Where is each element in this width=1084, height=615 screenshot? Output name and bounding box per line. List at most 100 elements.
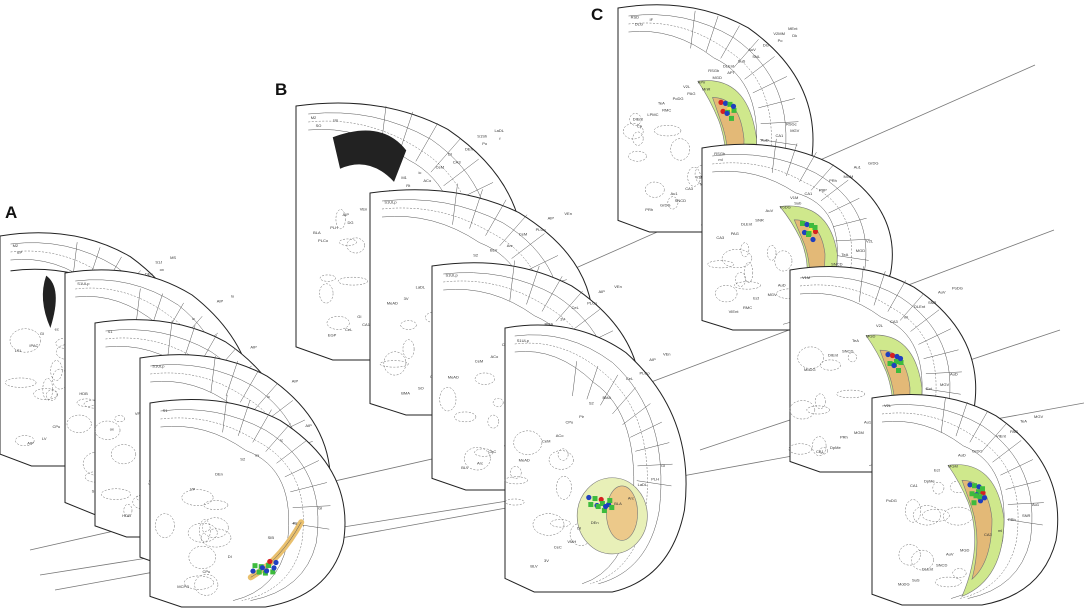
region-boundary — [833, 217, 867, 227]
region-label: ox — [255, 452, 259, 457]
nucleus-outline — [33, 388, 59, 400]
nucleus-outline — [628, 150, 647, 162]
region-label: ml — [718, 157, 722, 162]
region-label: AuV — [748, 47, 756, 52]
region-label: DI — [577, 525, 581, 530]
marker-square — [607, 498, 613, 504]
region-label: MGD — [866, 334, 875, 339]
region-label: V1M — [802, 275, 810, 280]
region-label: MGM — [843, 174, 853, 179]
region-label: CeM — [519, 232, 527, 237]
region-label: PoDG — [673, 96, 684, 101]
marker-square — [800, 221, 805, 226]
region-label: Po — [482, 141, 488, 146]
region-label: Ect — [926, 386, 933, 391]
nucleus-outline — [474, 448, 494, 457]
region-boundary — [910, 309, 940, 332]
region-boundary — [586, 365, 599, 400]
region-boundary — [252, 409, 272, 443]
region-label: S1ULp — [77, 281, 90, 286]
region-boundary — [899, 293, 925, 321]
region-label: ox — [160, 267, 164, 272]
region-boundary — [499, 214, 528, 247]
marker-square — [731, 107, 737, 113]
region-label: PAG — [731, 231, 739, 236]
marker-dot — [724, 110, 730, 116]
region-boundary — [758, 98, 796, 109]
section-C-4: V2LAuDAu1AuVTeAEctPRhDLEntVIEntCA1CA3MoD… — [871, 394, 1059, 606]
panel-c-sections: RSDRSGbRSGcV1MV2MMV2LAuDAu1AuVTeAEctPRhD… — [617, 4, 1059, 606]
nucleus-outline — [715, 284, 738, 303]
marker-dot — [891, 362, 897, 369]
region-boundary — [918, 328, 951, 345]
region-boundary — [636, 480, 672, 487]
region-label: AuD — [950, 371, 958, 376]
marker-square — [969, 491, 975, 497]
region-label: S1ULp — [517, 338, 530, 343]
region-boundary — [290, 482, 328, 493]
region-boundary — [923, 349, 959, 359]
nucleus-outline — [487, 414, 500, 429]
region-boundary — [637, 463, 673, 467]
nucleus-outline — [548, 450, 574, 470]
region-boundary — [612, 387, 636, 415]
region-label: DpMe — [924, 478, 935, 483]
region-label: VP — [190, 486, 196, 491]
nucleus-outline — [912, 505, 941, 526]
section-B-4: S1ULpS2GIDIAIPCPuLaDLCeCCeLCeMBLABLVBMAM… — [504, 324, 687, 593]
region-label: DLEnt — [741, 222, 753, 227]
nucleus-outline — [932, 481, 945, 495]
region-label: CA1 — [910, 483, 919, 488]
marker-square — [599, 501, 605, 507]
region-label: Po — [778, 38, 784, 43]
marker-dot — [810, 236, 816, 243]
nucleus-outline — [905, 499, 922, 523]
region-label: ox — [110, 426, 114, 431]
nucleus-outline — [814, 393, 826, 410]
region-label: DI — [228, 554, 232, 559]
region-label: MGD — [713, 75, 722, 80]
cortical-layer — [881, 412, 1019, 599]
region-label: SNCD — [675, 198, 686, 203]
region-boundary — [225, 360, 238, 397]
nucleus-outline — [202, 517, 229, 539]
region-boundary — [925, 371, 962, 374]
marker-square — [898, 360, 904, 365]
marker-dot — [967, 482, 973, 488]
region-boundary — [452, 183, 458, 225]
region-label: APir — [698, 80, 706, 85]
region-label: LaDL — [416, 285, 426, 290]
marker-dot — [897, 355, 904, 362]
region-boundary — [622, 403, 651, 425]
region-label: MGD — [856, 248, 865, 253]
nucleus-outline — [9, 328, 41, 353]
region-label: PAG — [687, 91, 695, 96]
region-boundary — [135, 288, 141, 326]
region-label: TeA — [841, 252, 848, 257]
region-label: SuS — [912, 577, 920, 582]
region-label: GrDG — [660, 202, 670, 207]
marker-square — [977, 494, 983, 500]
marker-dot — [885, 351, 891, 358]
region-label: TeA — [1020, 418, 1027, 423]
region-label: DIEnt — [633, 117, 644, 122]
nucleus-outline — [111, 444, 137, 465]
region-boundary — [292, 505, 331, 508]
region-boundary — [760, 121, 799, 124]
nucleus-outline — [532, 513, 565, 536]
region-boundary — [873, 271, 886, 306]
marker-dot — [264, 568, 270, 574]
hippocampus-region — [947, 464, 1005, 597]
cortical-layer — [160, 409, 319, 601]
region-label: SIB — [268, 535, 275, 540]
marker-square — [976, 489, 981, 495]
region-label: CeC — [554, 544, 562, 549]
region-boundary — [858, 266, 864, 303]
region-label: VEn — [614, 284, 622, 289]
region-label: S1ULp — [446, 273, 459, 278]
region-label: PLCo — [640, 370, 651, 375]
nucleus-outline — [510, 466, 522, 479]
region-boundary — [210, 355, 216, 393]
region-label: CeL — [626, 376, 634, 381]
